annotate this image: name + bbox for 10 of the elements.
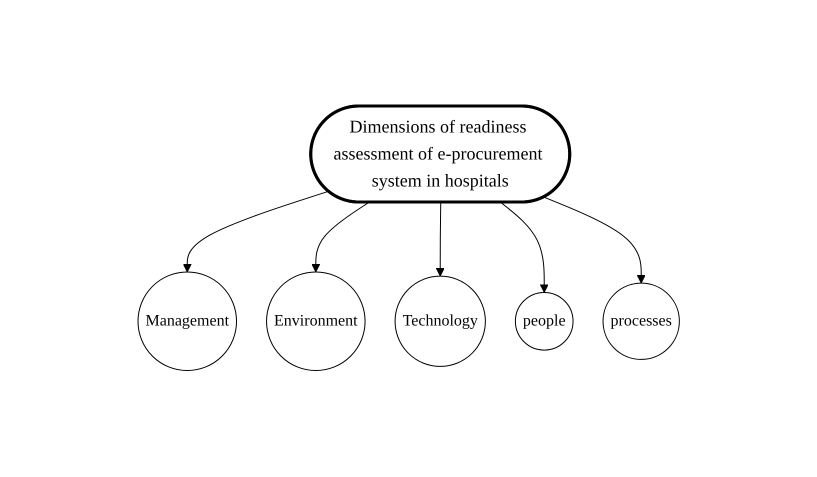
arrow	[311, 202, 370, 273]
node-circle: Technology	[394, 276, 486, 368]
arrow	[182, 191, 329, 273]
arrow	[500, 202, 548, 294]
arrow	[543, 196, 646, 284]
node-circle: Environment	[266, 272, 366, 372]
node-circle: people	[514, 292, 574, 351]
node-circle: processes	[602, 282, 680, 360]
node-circle: Management	[137, 272, 237, 372]
arrow	[436, 202, 444, 277]
